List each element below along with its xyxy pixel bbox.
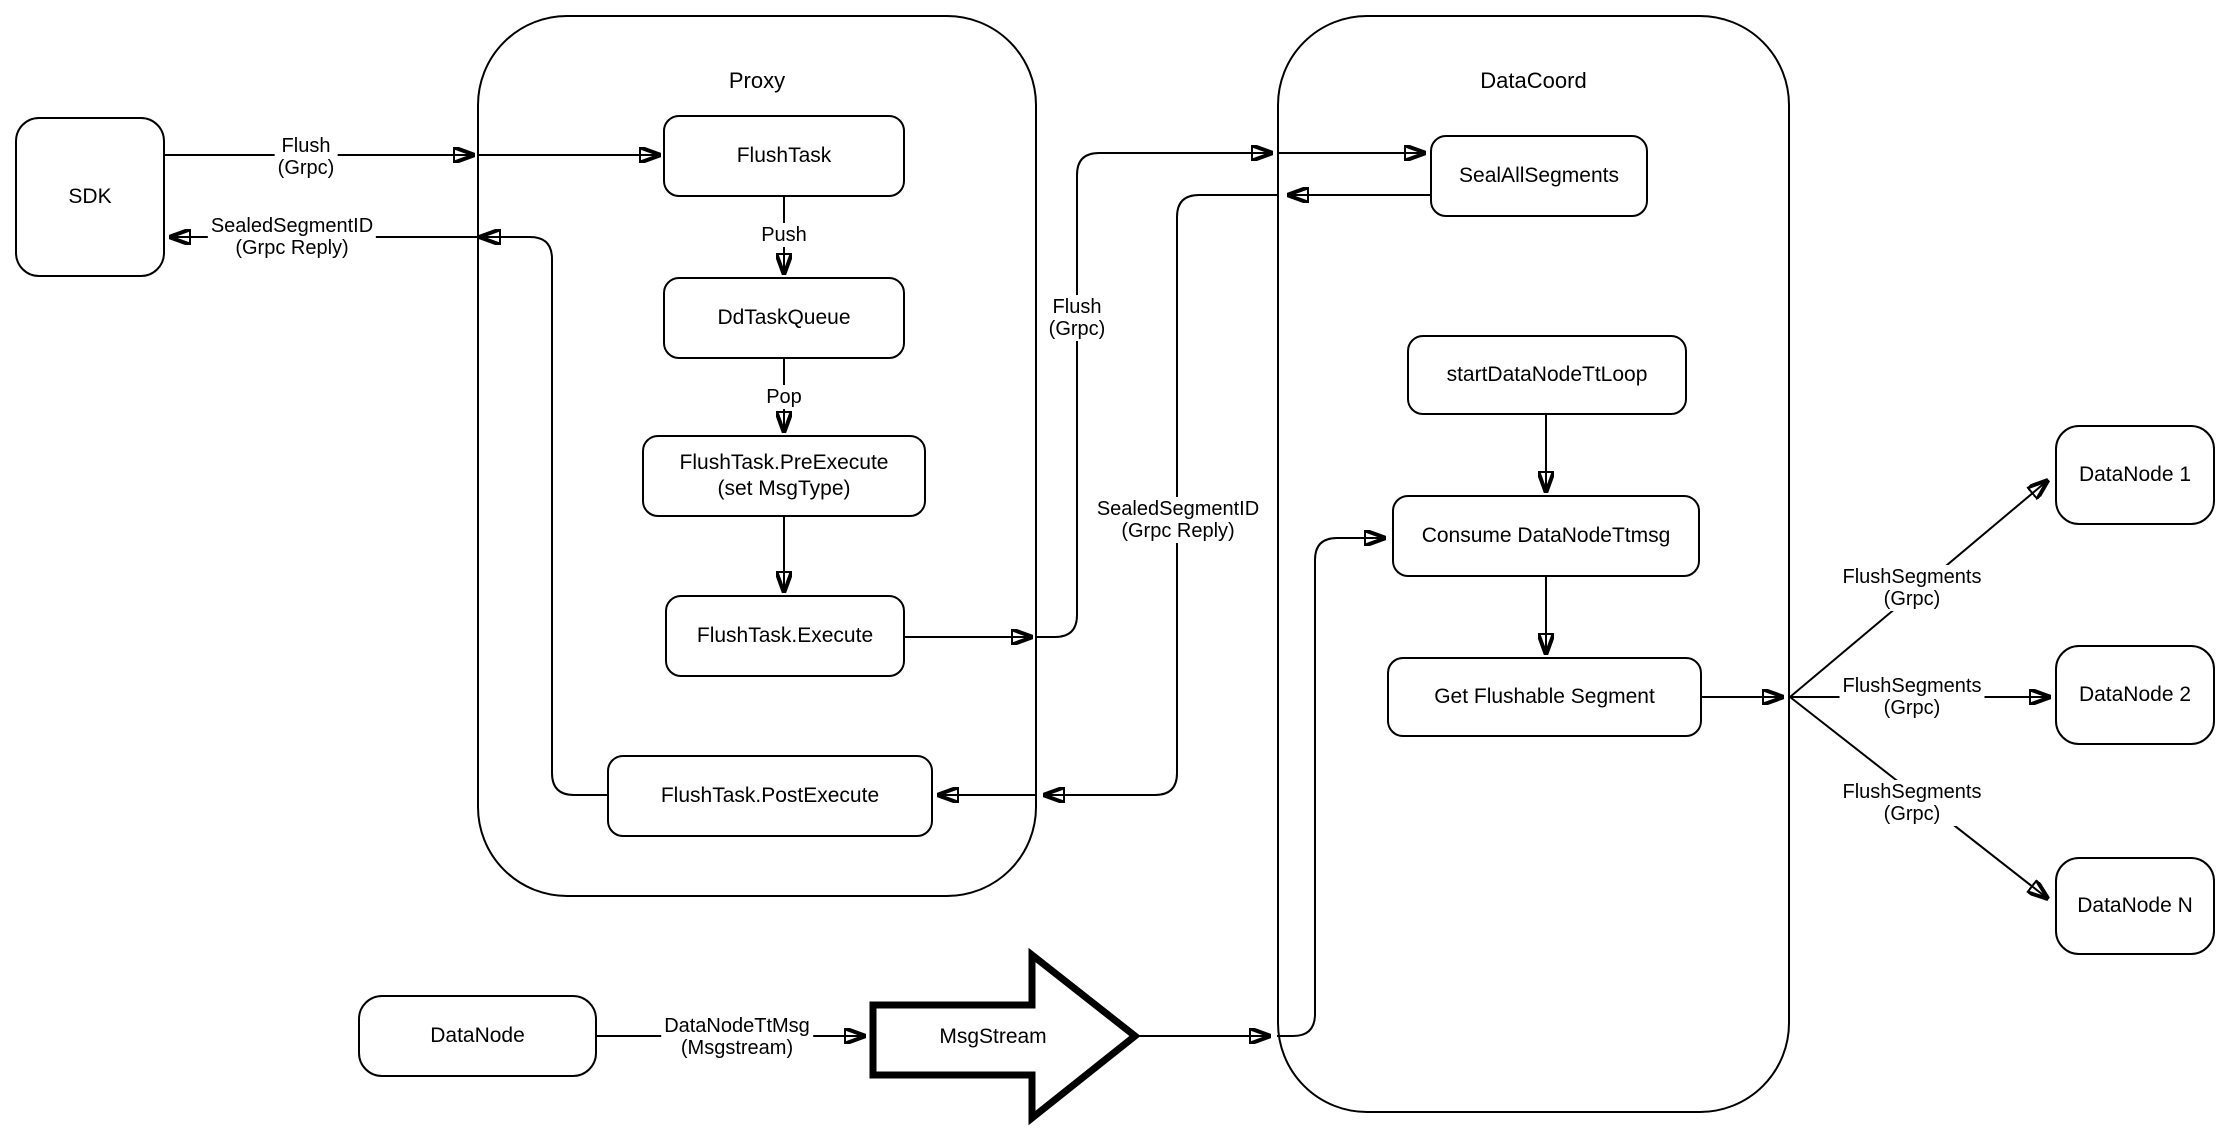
edge-label-flushsegments-bottom: FlushSegments (Grpc): [1839, 780, 1985, 826]
ddtaskqueue-label: DdTaskQueue: [717, 306, 851, 329]
datanode-source-node: DataNode: [358, 995, 597, 1077]
datanode2-node: DataNode 2: [2055, 645, 2215, 745]
datacoord-container: DataCoord: [1277, 15, 1790, 1113]
edge-label-datanodettmsg: DataNodeTtMsg (Msgstream): [661, 1014, 813, 1060]
datanoden-label: DataNode N: [2077, 894, 2193, 917]
edge-label-sealedsegmentid-sdk: SealedSegmentID (Grpc Reply): [207, 214, 377, 260]
execute-label: FlushTask.Execute: [696, 624, 874, 647]
edge-label-flushsegments-mid: FlushSegments (Grpc): [1839, 674, 1985, 720]
get-flushable-segment-label: Get Flushable Segment: [1434, 685, 1655, 708]
edge-postexecute-to-proxyedge: [481, 237, 607, 796]
datanode-source-label: DataNode: [430, 1024, 525, 1047]
msgstream-label: MsgStream: [939, 1025, 1047, 1048]
startdatanodettloop-label: startDataNodeTtLoop: [1446, 363, 1648, 386]
edge-label-flush-mid: Flush (Grpc): [1045, 295, 1109, 341]
datacoord-title: DataCoord: [1480, 68, 1587, 93]
edge-label-flush-sdk: Flush (Grpc): [274, 134, 338, 180]
flushtask-label: FlushTask: [736, 144, 832, 167]
edge-flush-up-to-datacoord: [1037, 153, 1271, 638]
proxy-title: Proxy: [728, 68, 786, 93]
get-flushable-segment-node: Get Flushable Segment: [1387, 657, 1702, 737]
datanoden-node: DataNode N: [2055, 857, 2215, 955]
postexecute-node: FlushTask.PostExecute: [607, 755, 933, 837]
msgstream-block-arrow: [869, 947, 1141, 1126]
startdatanodettloop-node: startDataNodeTtLoop: [1407, 335, 1687, 415]
sdk-node: SDK: [15, 117, 165, 277]
execute-node: FlushTask.Execute: [665, 595, 905, 677]
flushtask-node: FlushTask: [663, 115, 905, 197]
edge-label-flushsegments-top: FlushSegments (Grpc): [1839, 565, 1985, 611]
datanode1-node: DataNode 1: [2055, 425, 2215, 525]
ddtaskqueue-node: DdTaskQueue: [663, 277, 905, 359]
edge-label-pop: Pop: [763, 385, 805, 409]
sealallsegments-node: SealAllSegments: [1430, 135, 1648, 217]
datanode2-label: DataNode 2: [2078, 683, 2192, 706]
consume-datanodettmsg-label: Consume DataNodeTtmsg: [1421, 524, 1671, 547]
edge-label-push: Push: [758, 223, 810, 247]
edge-label-sealedsegmentid-mid: SealedSegmentID (Grpc Reply): [1093, 497, 1263, 543]
datanode1-label: DataNode 1: [2078, 463, 2192, 486]
preexecute-node: FlushTask.PreExecute (set MsgType): [642, 435, 926, 517]
postexecute-label: FlushTask.PostExecute: [660, 784, 880, 807]
edge-msgstream-up-to-consume: [1277, 538, 1384, 1037]
edge-return-down-to-proxy: [1045, 194, 1277, 795]
sealallsegments-label: SealAllSegments: [1459, 164, 1619, 187]
preexecute-label-line2: (set MsgType): [717, 477, 851, 500]
preexecute-label-line1: FlushTask.PreExecute: [679, 451, 889, 474]
consume-datanodettmsg-node: Consume DataNodeTtmsg: [1392, 495, 1700, 577]
sdk-label: SDK: [68, 185, 112, 208]
proxy-container: Proxy: [477, 15, 1037, 897]
